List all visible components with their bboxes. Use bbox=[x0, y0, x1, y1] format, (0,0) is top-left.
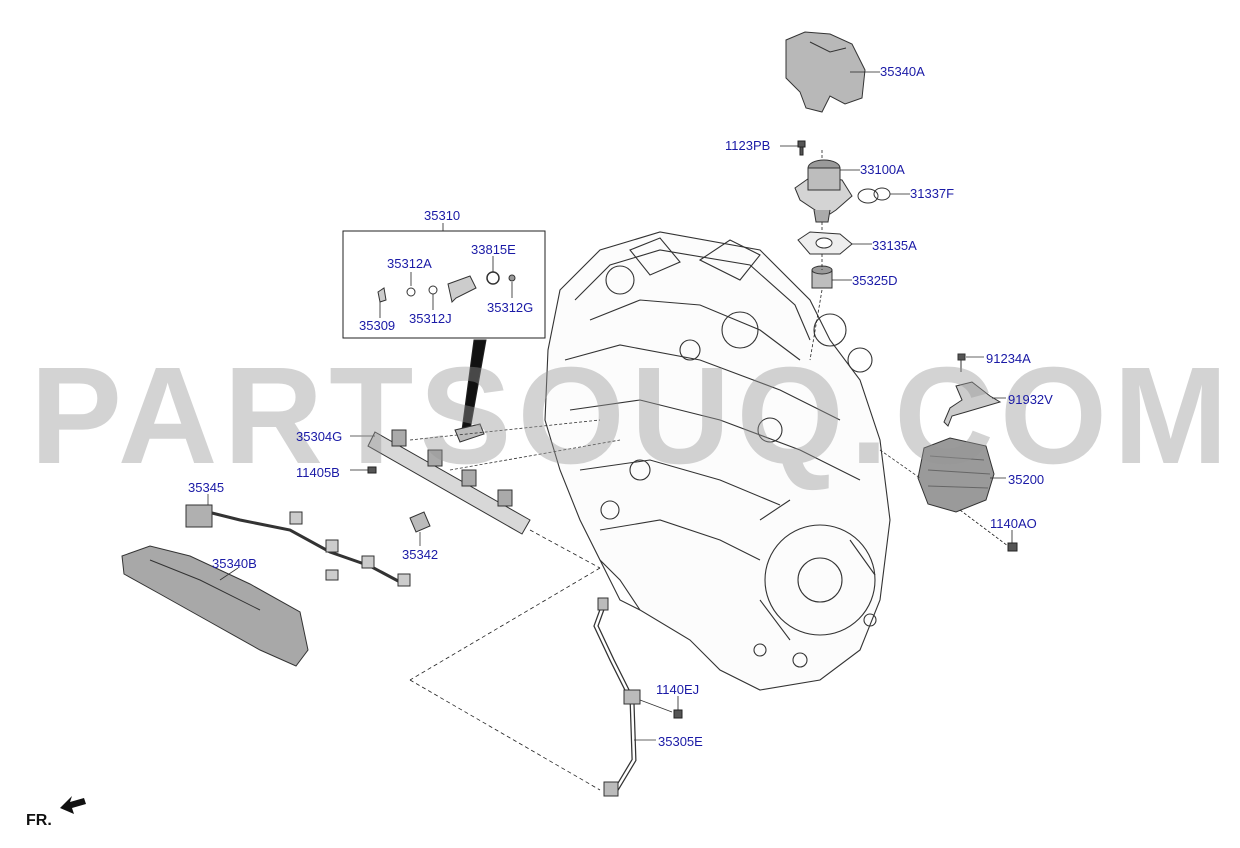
leader-lines bbox=[780, 71, 910, 361]
callout-35340a[interactable]: 35340A bbox=[880, 64, 925, 79]
callout-35312j[interactable]: 35312J bbox=[409, 311, 452, 326]
callout-1140ao[interactable]: 1140AO bbox=[990, 516, 1037, 531]
callout-33135a[interactable]: 33135A bbox=[872, 238, 917, 253]
callout-31337f[interactable]: 31337F bbox=[910, 186, 955, 201]
fuel-rail-part bbox=[350, 419, 621, 535]
fuel-line-part bbox=[593, 597, 673, 797]
callout-35345[interactable]: 35345 bbox=[188, 480, 225, 495]
callout-35325d[interactable]: 35325D bbox=[852, 273, 898, 288]
callout-35200[interactable]: 35200 bbox=[1008, 472, 1045, 487]
callout-35309[interactable]: 35309 bbox=[359, 318, 396, 333]
assembly-lines bbox=[409, 529, 601, 791]
engine-block bbox=[544, 231, 891, 691]
callout-35340b[interactable]: 35340B bbox=[212, 556, 257, 571]
callout-91932v[interactable]: 91932V bbox=[1008, 392, 1053, 407]
callout-35312a[interactable]: 35312A bbox=[387, 256, 432, 271]
bolt-1140ej bbox=[673, 696, 683, 719]
callout-33100a[interactable]: 33100A bbox=[860, 162, 905, 177]
bracket-part bbox=[943, 353, 1006, 427]
bolt-11405b bbox=[350, 466, 377, 474]
wiring-harness-part bbox=[185, 494, 411, 587]
actuator-part bbox=[879, 437, 1006, 513]
gasket-part bbox=[797, 231, 853, 255]
bolt-1140ao bbox=[959, 509, 1018, 552]
callout-35342[interactable]: 35342 bbox=[402, 547, 439, 562]
callout-35305e[interactable]: 35305E bbox=[658, 734, 703, 749]
rail-cover-part bbox=[121, 545, 309, 667]
callout-33815e[interactable]: 33815E bbox=[471, 242, 516, 257]
callout-1123pb[interactable]: 1123PB bbox=[725, 138, 771, 153]
callout-1140ej[interactable]: 1140EJ bbox=[656, 682, 700, 697]
clamp-part bbox=[857, 187, 891, 204]
callout-91234a[interactable]: 91234A bbox=[986, 351, 1031, 366]
front-direction-label: FR. bbox=[26, 812, 52, 829]
bolt-1123pb bbox=[797, 140, 806, 156]
pump-cover-part bbox=[785, 31, 866, 113]
callout-35312g[interactable]: 35312G bbox=[487, 300, 534, 315]
callout-35310[interactable]: 35310 bbox=[424, 208, 461, 223]
injector-kit-box bbox=[342, 223, 546, 431]
pressure-sensor-part bbox=[409, 511, 431, 546]
front-direction-arrow bbox=[60, 796, 86, 814]
callout-11405b[interactable]: 11405B bbox=[296, 465, 340, 480]
fuel-pump-part bbox=[794, 159, 853, 223]
callout-35304g[interactable]: 35304G bbox=[296, 429, 343, 444]
